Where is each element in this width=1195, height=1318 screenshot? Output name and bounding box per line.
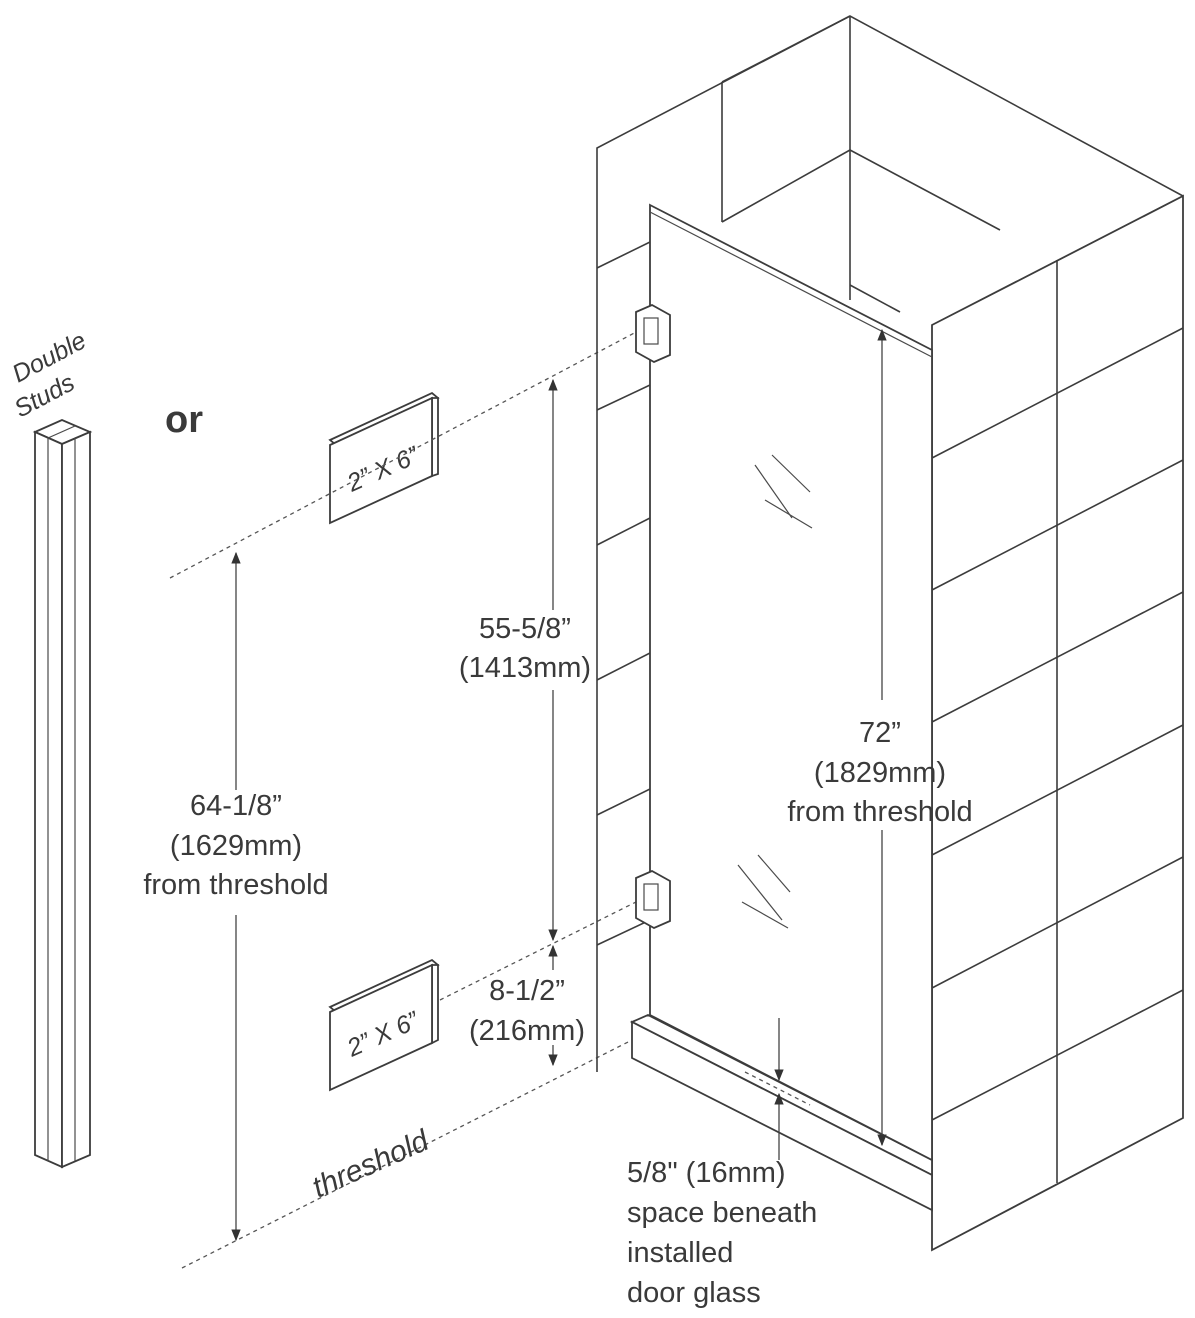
dim-1629-line1: 64-1/8” — [190, 790, 282, 822]
gap-label-line1: 5/8" (16mm) — [627, 1157, 786, 1189]
threshold-label: threshold — [307, 1124, 434, 1205]
dim-1829-line1: 72” — [859, 717, 901, 749]
or-label: or — [165, 399, 203, 441]
dim-216-line1: 8-1/2” — [489, 975, 565, 1007]
upper-hinge — [635, 303, 671, 364]
dim-1629-line2: (1629mm) — [170, 830, 302, 862]
dim-216-line2: (216mm) — [469, 1015, 585, 1047]
dimension-16mm-gap — [744, 1018, 811, 1160]
gap-label-line2: space beneath — [627, 1197, 817, 1229]
glass-door — [649, 203, 933, 1162]
dim-1629-line3: from threshold — [143, 869, 328, 901]
dim-1413-line2: (1413mm) — [459, 652, 591, 684]
dim-1829-line3: from threshold — [787, 796, 972, 828]
blocking-block-bottom — [328, 958, 440, 1092]
dim-1829-line2: (1829mm) — [814, 757, 946, 789]
upper-hinge-reference-line — [169, 329, 641, 579]
gap-label-line4: door glass — [627, 1277, 761, 1309]
lower-hinge — [635, 869, 671, 930]
gap-label-line3: installed — [627, 1237, 733, 1269]
dim-1413-line1: 55-5/8” — [479, 613, 571, 645]
lower-hinge-reference-line — [439, 899, 641, 1001]
blocking-block-top — [328, 391, 440, 525]
double-stud — [32, 419, 93, 1169]
